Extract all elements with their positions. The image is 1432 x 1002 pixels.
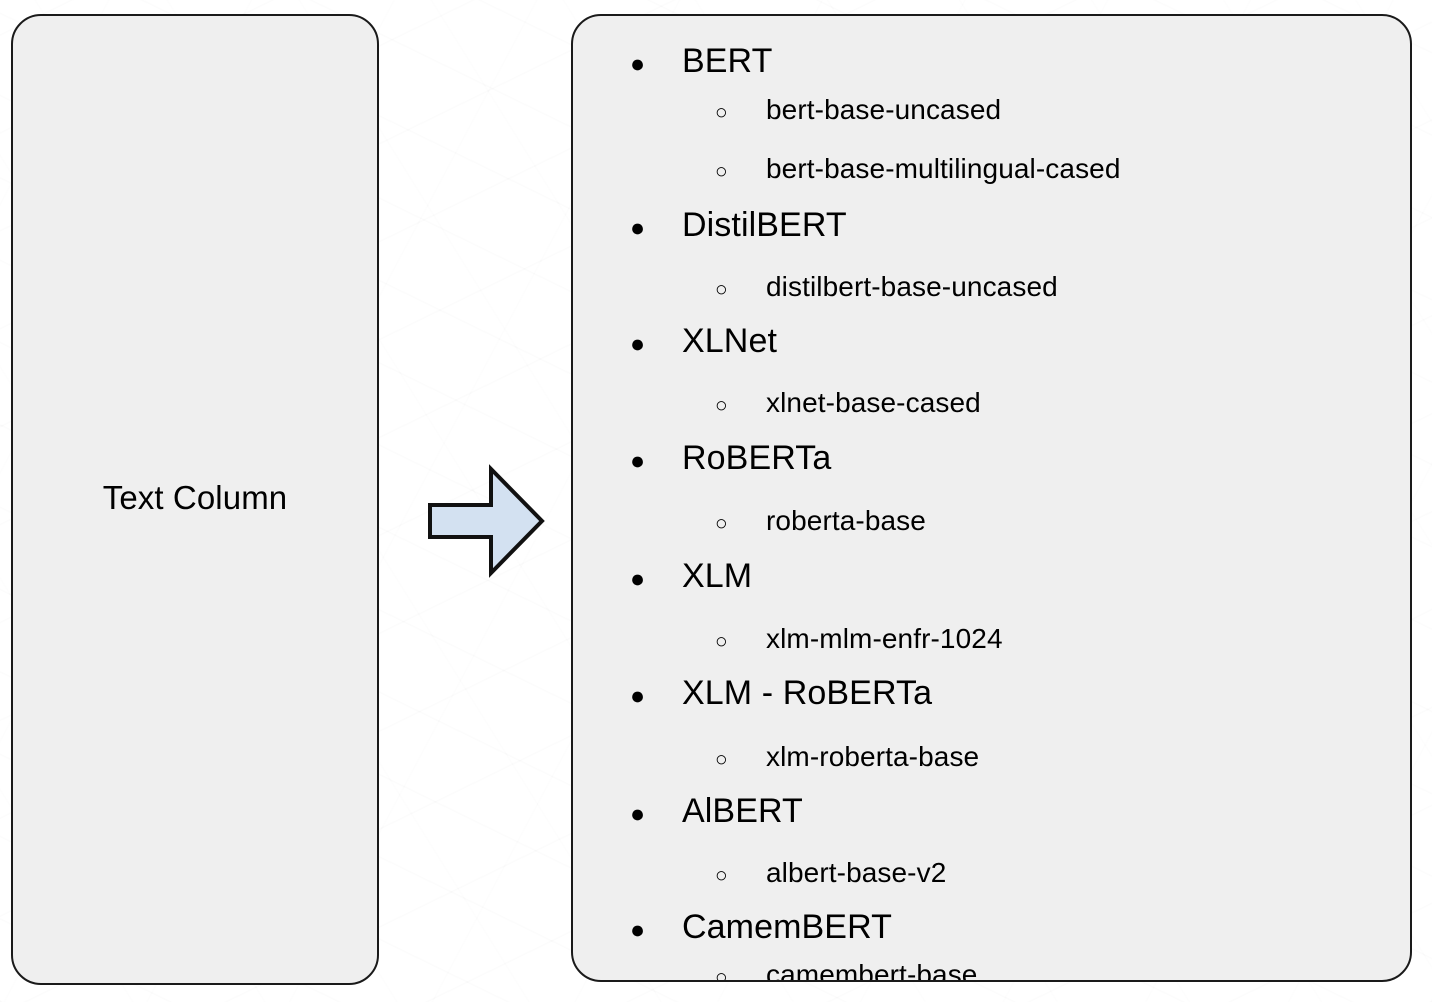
list-item[interactable]: ○ xlnet-base-cased <box>573 387 981 419</box>
list-item-label: roberta-base <box>766 505 926 536</box>
list-item-label: CamemBERT <box>682 908 892 946</box>
models-panel[interactable]: ● BERT ○ bert-base-uncased ○ bert-base-multil… <box>571 14 1412 982</box>
bullet-circle-icon: ○ <box>715 748 728 771</box>
list-item-label: bert-base-uncased <box>766 94 1002 125</box>
text-column-panel[interactable]: Text Column <box>11 14 379 985</box>
list-item-label: xlnet-base-cased <box>766 387 981 418</box>
bullet-disc-icon: ● <box>630 447 646 475</box>
bullet-disc-icon: ● <box>630 682 646 710</box>
list-item-label: xlm-roberta-base <box>766 741 980 772</box>
bullet-circle-icon: ○ <box>715 394 728 417</box>
bullet-disc-icon: ● <box>630 50 646 78</box>
bullet-disc-icon: ● <box>630 214 646 242</box>
list-item[interactable]: ○ bert-base-uncased <box>573 94 1001 126</box>
list-item-label: XLM <box>682 557 753 595</box>
bullet-disc-icon: ● <box>630 916 646 944</box>
list-item[interactable]: ● DistilBERT <box>573 206 847 245</box>
list-item[interactable]: ● BERT <box>573 42 772 81</box>
bullet-disc-icon: ● <box>630 800 646 828</box>
list-item[interactable]: ● XLM <box>573 557 752 596</box>
bullet-circle-icon: ○ <box>715 278 728 301</box>
list-item[interactable]: ● AlBERT <box>573 792 803 831</box>
list-item[interactable]: ○ roberta-base <box>573 505 926 537</box>
bullet-disc-icon: ● <box>630 565 646 593</box>
bullet-circle-icon: ○ <box>715 966 728 980</box>
list-item[interactable]: ● RoBERTa <box>573 439 831 478</box>
bullet-circle-icon: ○ <box>715 512 728 535</box>
list-item-label: BERT <box>682 42 773 80</box>
list-item[interactable]: ● CamemBERT <box>573 908 892 947</box>
list-item[interactable]: ○ xlm-mlm-enfr-1024 <box>573 623 1003 655</box>
list-item[interactable]: ○ camembert-base <box>573 959 977 980</box>
bullet-circle-icon: ○ <box>715 160 728 183</box>
list-item-label: XLNet <box>682 322 777 360</box>
list-item-label: camembert-base <box>766 959 978 980</box>
list-item-label: RoBERTa <box>682 439 832 477</box>
bullet-circle-icon: ○ <box>715 630 728 653</box>
bullet-circle-icon: ○ <box>715 101 728 124</box>
list-item[interactable]: ○ albert-base-v2 <box>573 857 946 889</box>
list-item[interactable]: ● XLNet <box>573 322 777 361</box>
bullet-disc-icon: ● <box>630 330 646 358</box>
list-item[interactable]: ○ bert-base-multilingual-cased <box>573 153 1121 185</box>
list-item-label: DistilBERT <box>682 206 847 244</box>
list-item-label: albert-base-v2 <box>766 857 947 888</box>
model-list: ● BERT ○ bert-base-uncased ○ bert-base-multil… <box>573 16 1410 980</box>
list-item-label: xlm-mlm-enfr-1024 <box>766 623 1003 654</box>
text-column-label: Text Column <box>102 479 288 517</box>
list-item-label: AlBERT <box>682 792 803 830</box>
right-arrow-icon <box>427 463 545 579</box>
list-item[interactable]: ○ xlm-roberta-base <box>573 741 979 773</box>
list-item[interactable]: ○ distilbert-base-uncased <box>573 271 1058 303</box>
bullet-circle-icon: ○ <box>715 864 728 887</box>
list-item-label: distilbert-base-uncased <box>766 271 1058 302</box>
list-item[interactable]: ● XLM - RoBERTa <box>573 674 932 713</box>
list-item-label: bert-base-multilingual-cased <box>766 153 1121 184</box>
list-item-label: XLM - RoBERTa <box>682 674 933 712</box>
